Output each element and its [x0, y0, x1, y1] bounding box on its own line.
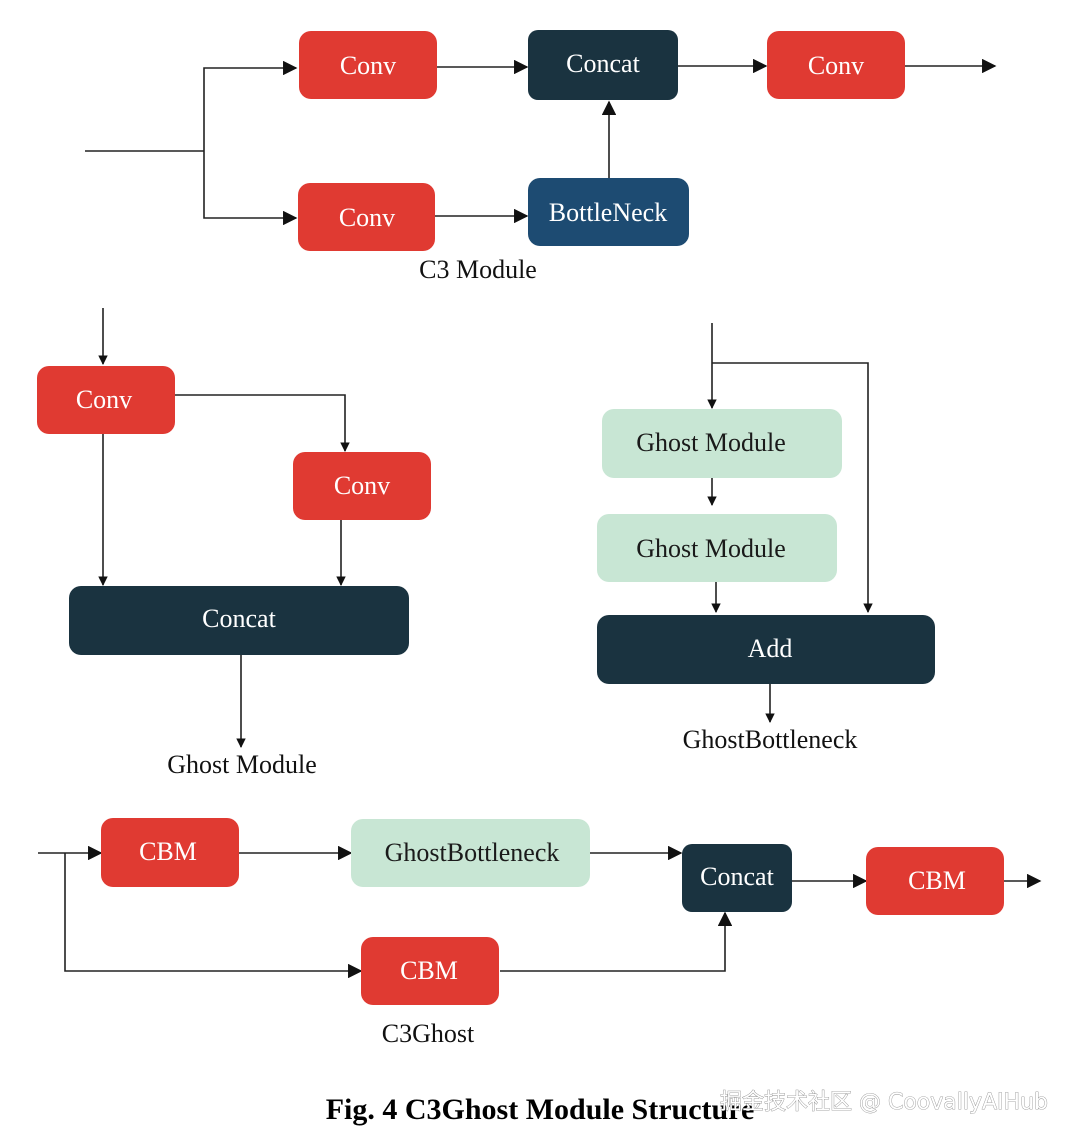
- c3ghost-module: CBM GhostBottleneck Concat CBM CBM C3Gho…: [38, 818, 1042, 1048]
- c3g-ghostbottleneck-node: GhostBottleneck: [351, 819, 590, 887]
- c3-module-caption: C3 Module: [419, 255, 537, 284]
- c3-conv-top-label: Conv: [340, 51, 396, 80]
- gb-shortcut-arrow: [712, 362, 873, 613]
- gm-conv-cheap-label: Conv: [334, 471, 390, 500]
- c3-bottleneck-node: BottleNeck: [528, 178, 689, 246]
- c3-arrow-to-conv-top: [203, 60, 298, 151]
- c3-concat-label: Concat: [566, 49, 640, 78]
- ghost-module: Conv Conv Concat Ghost Module: [37, 308, 431, 779]
- c3g-cbm-skip-label: CBM: [400, 956, 458, 985]
- c3-bottleneck-label: BottleNeck: [549, 198, 667, 227]
- c3ghost-caption: C3Ghost: [382, 1019, 475, 1048]
- gb-ghost-module-2-label: Ghost Module: [636, 534, 786, 563]
- c3-concat-node: Concat: [528, 30, 678, 100]
- c3-conv-out-label: Conv: [808, 51, 864, 80]
- watermark: 掘金技术社区 @ CoovallyAIHub: [720, 1090, 1048, 1115]
- gb-add-label: Add: [748, 634, 793, 663]
- c3g-cbm-in-label: CBM: [139, 837, 197, 866]
- c3g-cbm-out-label: CBM: [908, 866, 966, 895]
- c3g-cbm-skip-node: CBM: [361, 937, 499, 1005]
- figure-caption: Fig. 4 C3Ghost Module Structure: [326, 1093, 755, 1126]
- c3-conv-top-node: Conv: [299, 31, 437, 99]
- ghost-bottleneck-caption: GhostBottleneck: [683, 725, 858, 754]
- gm-conv-cheap-node: Conv: [293, 452, 431, 520]
- gm-concat-label: Concat: [202, 604, 276, 633]
- c3-conv-out-node: Conv: [767, 31, 905, 99]
- c3-conv-bottom-label: Conv: [339, 203, 395, 232]
- c3-module: Conv Concat Conv Conv BottleNeck C3 Modu…: [85, 30, 997, 284]
- gm-arrow-conv-to-cheap-conv: [175, 394, 350, 452]
- ghost-bottleneck: Ghost Module Ghost Module Add GhostBottl…: [597, 323, 935, 754]
- gm-concat-node: Concat: [69, 586, 409, 655]
- c3g-ghostbottleneck-label: GhostBottleneck: [385, 838, 560, 867]
- c3g-cbm-out-node: CBM: [866, 847, 1004, 915]
- c3g-concat-label: Concat: [700, 862, 774, 891]
- c3-arrow-to-conv-bottom: [203, 151, 298, 226]
- c3-conv-bottom-node: Conv: [298, 183, 435, 251]
- gb-ghost-module-2-node: Ghost Module: [597, 514, 837, 582]
- gb-ghost-module-1-node: Ghost Module: [602, 409, 842, 478]
- gm-conv-primary-label: Conv: [76, 385, 132, 414]
- c3g-arrow-cbm-skip-to-concat: [500, 911, 733, 972]
- gb-add-node: Add: [597, 615, 935, 684]
- c3g-cbm-in-node: CBM: [101, 818, 239, 887]
- gm-conv-primary-node: Conv: [37, 366, 175, 434]
- c3g-arrow-to-cbm-skip: [64, 853, 363, 979]
- c3g-concat-node: Concat: [682, 844, 792, 912]
- ghost-module-caption: Ghost Module: [167, 750, 317, 779]
- gb-ghost-module-1-label: Ghost Module: [636, 428, 786, 457]
